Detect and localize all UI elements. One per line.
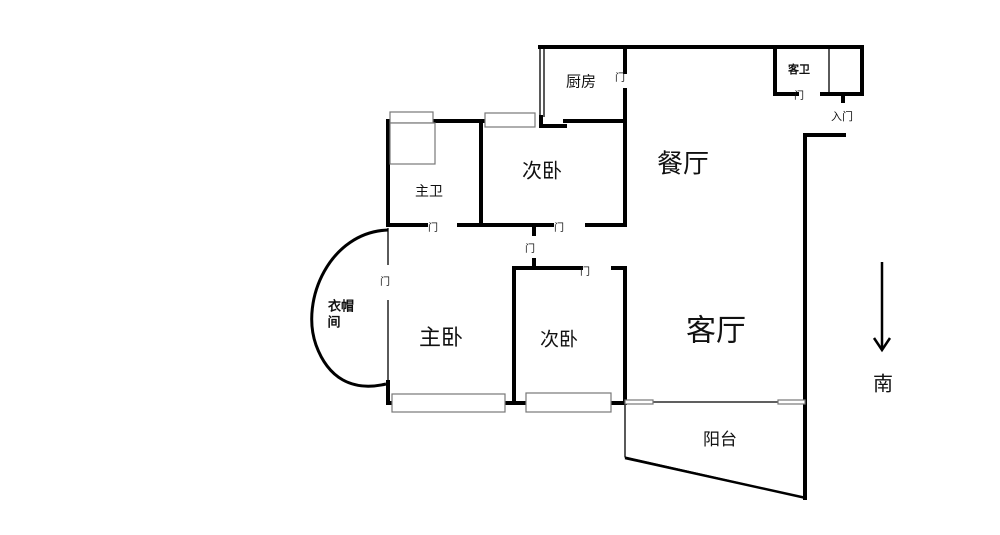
door-label: 门 bbox=[554, 221, 564, 234]
windows bbox=[389, 111, 612, 413]
entrance-label: 入门 bbox=[831, 109, 853, 123]
room-label-bedroom-lower: 次卧 bbox=[540, 329, 578, 351]
door-label: 门 bbox=[615, 71, 625, 84]
door-label: 门 bbox=[580, 265, 590, 278]
room-label-living-room: 客厅 bbox=[686, 314, 746, 349]
walls bbox=[310, 45, 864, 500]
window bbox=[391, 393, 506, 413]
room-label-kitchen: 厨房 bbox=[566, 73, 596, 91]
door-label: 门 bbox=[380, 275, 390, 288]
room-label-master-bedroom: 主卧 bbox=[419, 326, 463, 351]
room-label-guest-bath: 客卫 bbox=[787, 62, 810, 76]
arrow-down-icon bbox=[872, 262, 892, 353]
room-label-master-bath: 主卫 bbox=[415, 184, 443, 200]
room-label-dining: 餐厅 bbox=[657, 150, 709, 180]
door-label: 门 bbox=[794, 89, 804, 102]
bathtub bbox=[389, 122, 436, 165]
room-label-cloakroom: 衣帽 bbox=[328, 299, 354, 315]
cloakroom-arc bbox=[310, 228, 389, 388]
door-label: 门 bbox=[428, 221, 438, 234]
window bbox=[484, 112, 536, 128]
room-label-bedroom-upper: 次卧 bbox=[522, 159, 562, 183]
room-label-balcony: 阳台 bbox=[703, 430, 737, 450]
door-label: 门 bbox=[525, 242, 535, 255]
compass-south-label: 南 bbox=[873, 372, 893, 396]
window bbox=[389, 111, 434, 124]
room-label-cloakroom-2: 间 bbox=[327, 315, 340, 331]
window bbox=[525, 392, 612, 413]
